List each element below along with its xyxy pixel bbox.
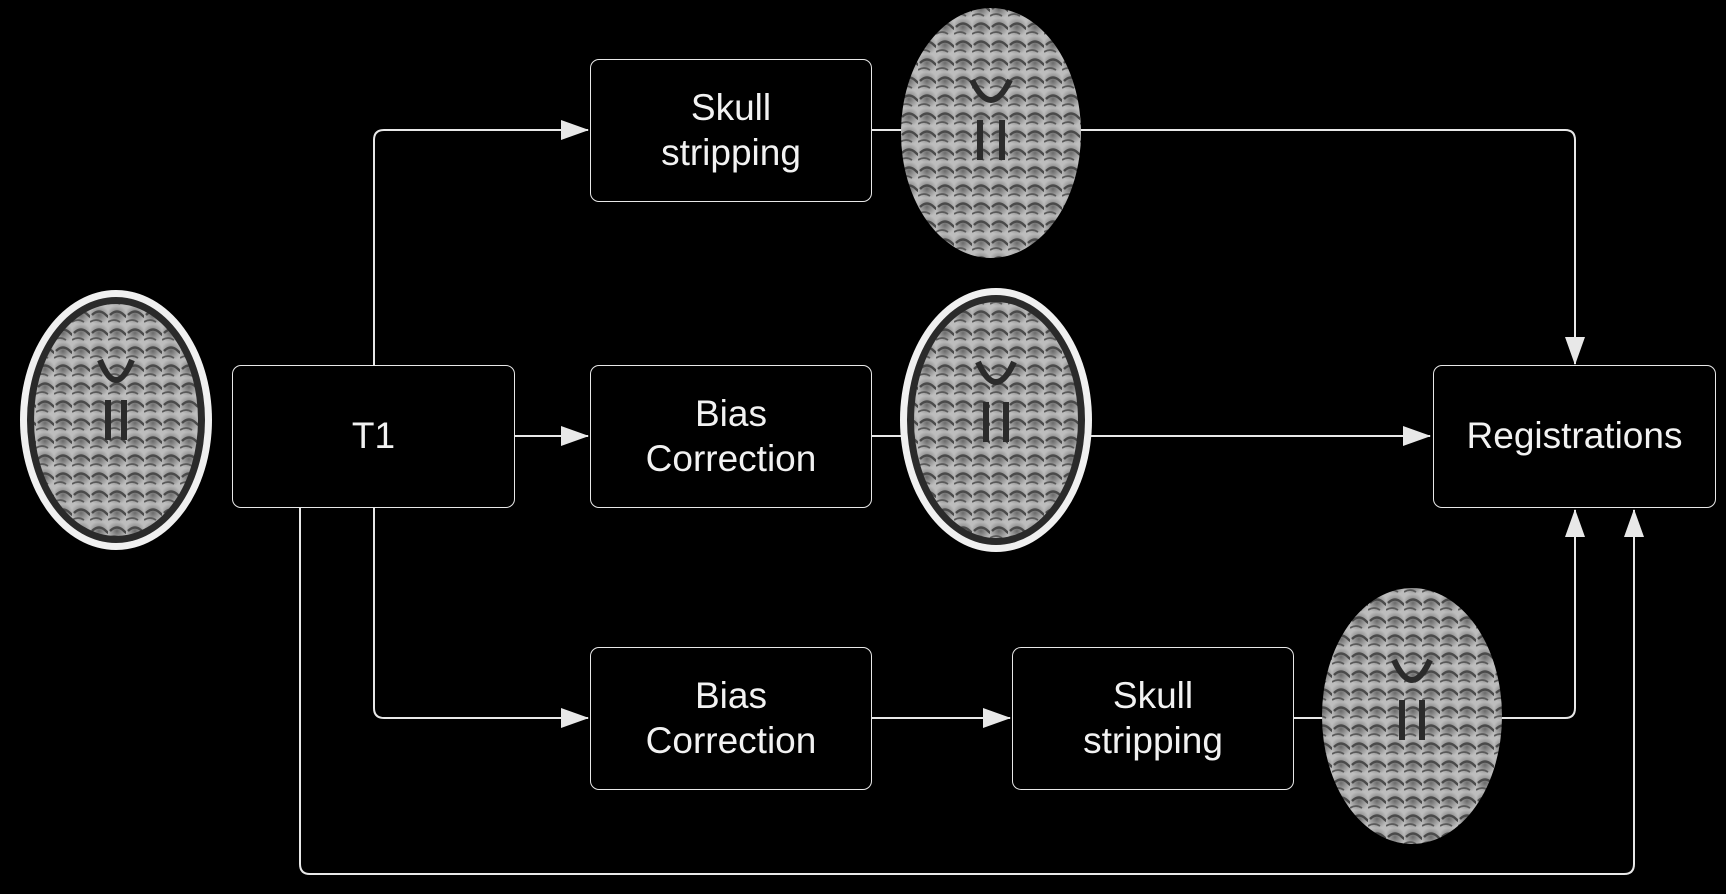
skull-stripped-brain-image-bottom: [1322, 588, 1502, 844]
registrations-label: Registrations: [1466, 415, 1683, 457]
connector-t1-direct-to-registrations: [299, 508, 1644, 875]
connector-skull-top-to-registrations: [872, 129, 1585, 365]
bias-correction-node-bottom: Bias Correction: [590, 647, 872, 790]
registrations-node: Registrations: [1433, 365, 1716, 508]
connector-t1-to-bias-correction-bottom: [373, 508, 589, 728]
skull-stripped-brain-image-top: [901, 8, 1081, 258]
connector-skull-bottom-to-registrations: [1294, 509, 1585, 719]
connector-t1-to-skull-stripping-top: [373, 120, 589, 365]
bias-correction-node-middle: Bias Correction: [590, 365, 872, 508]
skull-stripping-node-bottom: Skull stripping: [1012, 647, 1294, 790]
skull-stripping-label-top: Skull stripping: [661, 87, 801, 173]
skull-stripping-label-bottom: Skull stripping: [1083, 675, 1223, 761]
bias-correction-label-middle: Bias Correction: [645, 393, 817, 479]
t1-node: T1: [232, 365, 515, 508]
bias-corrected-brain-image: [900, 288, 1092, 552]
skull-stripping-node-top: Skull stripping: [590, 59, 872, 202]
t1-label: T1: [351, 415, 396, 457]
input-t1-brain-image: [20, 290, 212, 550]
bias-correction-label-bottom: Bias Correction: [645, 675, 817, 761]
